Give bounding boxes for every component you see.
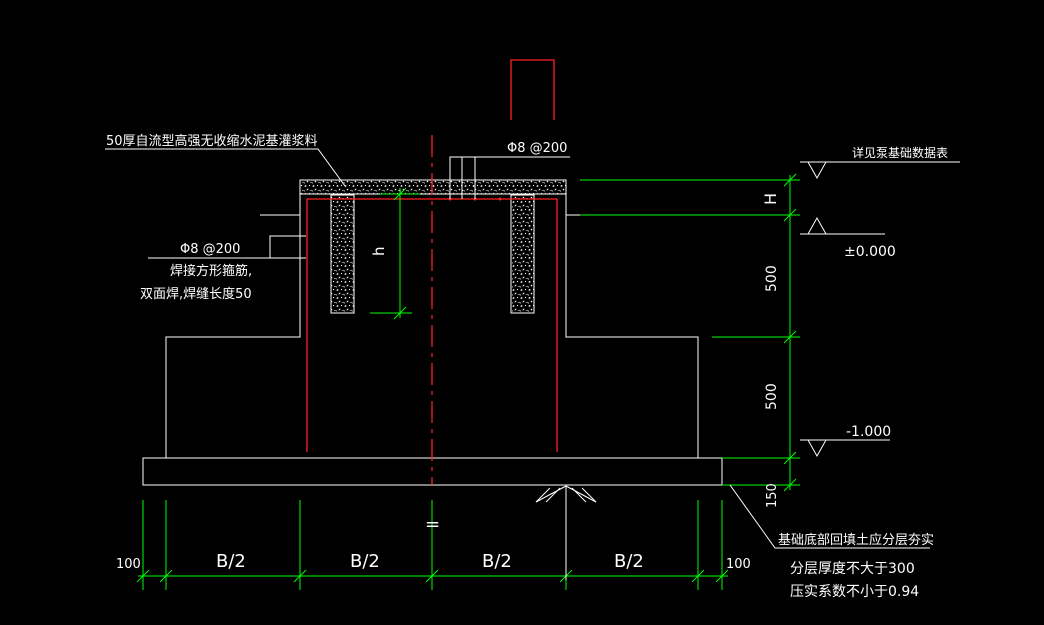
rebar-cage xyxy=(306,198,558,452)
anchor-hole-right xyxy=(510,194,535,314)
dim-b-half-4: B/2 xyxy=(614,551,644,572)
grout-label: 50厚自流型高强无收缩水泥基灌浆料 xyxy=(106,133,318,149)
backfill-note: 基础底部回填土应分层夯实 xyxy=(778,532,934,548)
dim-vertical-500-upper: 500 xyxy=(764,265,780,292)
pump-ref-label: 详见泵基础数据表 xyxy=(852,145,948,160)
dim-b-half-2: B/2 xyxy=(350,551,380,572)
anchor-holes xyxy=(330,194,535,314)
rebar-lines xyxy=(306,59,558,485)
h-small-label: h xyxy=(370,246,388,256)
dim-left-100: 100 xyxy=(116,557,141,572)
equal-sign: = xyxy=(425,514,440,535)
h-big-label: H xyxy=(761,193,780,205)
layer-thickness-note: 分层厚度不大于300 xyxy=(790,561,915,577)
elevation-minus: -1.000 xyxy=(846,424,891,440)
rebar-left-label: Φ8 @200 xyxy=(180,242,240,257)
horizontal-dimension-texts: 100 B/2 B/2 B/2 B/2 100 xyxy=(116,551,751,572)
dim-right-100: 100 xyxy=(726,557,751,572)
text-labels: 50厚自流型高强无收缩水泥基灌浆料 Φ8 @200 Φ8 @200 焊接方形箍筋… xyxy=(106,133,948,600)
dim-vertical-150: 150 xyxy=(765,483,780,508)
rebar-top-label: Φ8 @200 xyxy=(507,141,567,156)
elevation-zero: ±0.000 xyxy=(844,244,896,260)
dim-vertical-500-lower: 500 xyxy=(764,383,780,410)
anchor-hole-left xyxy=(330,194,355,314)
leader-lines xyxy=(105,148,960,580)
pump-column-outline xyxy=(510,59,555,120)
pump-base-plate xyxy=(299,179,567,195)
dim-b-half-3: B/2 xyxy=(482,551,512,572)
vertical-dimension-texts: 500 500 150 xyxy=(764,265,780,508)
dimension-lines xyxy=(136,173,800,590)
dim-b-half-1: B/2 xyxy=(216,551,246,572)
weld-note-line1: 焊接方形箍筋, xyxy=(170,263,252,279)
weld-note-line2: 双面焊,焊缝长度50 xyxy=(140,286,252,302)
compaction-note: 压实系数不小于0.94 xyxy=(790,584,919,600)
